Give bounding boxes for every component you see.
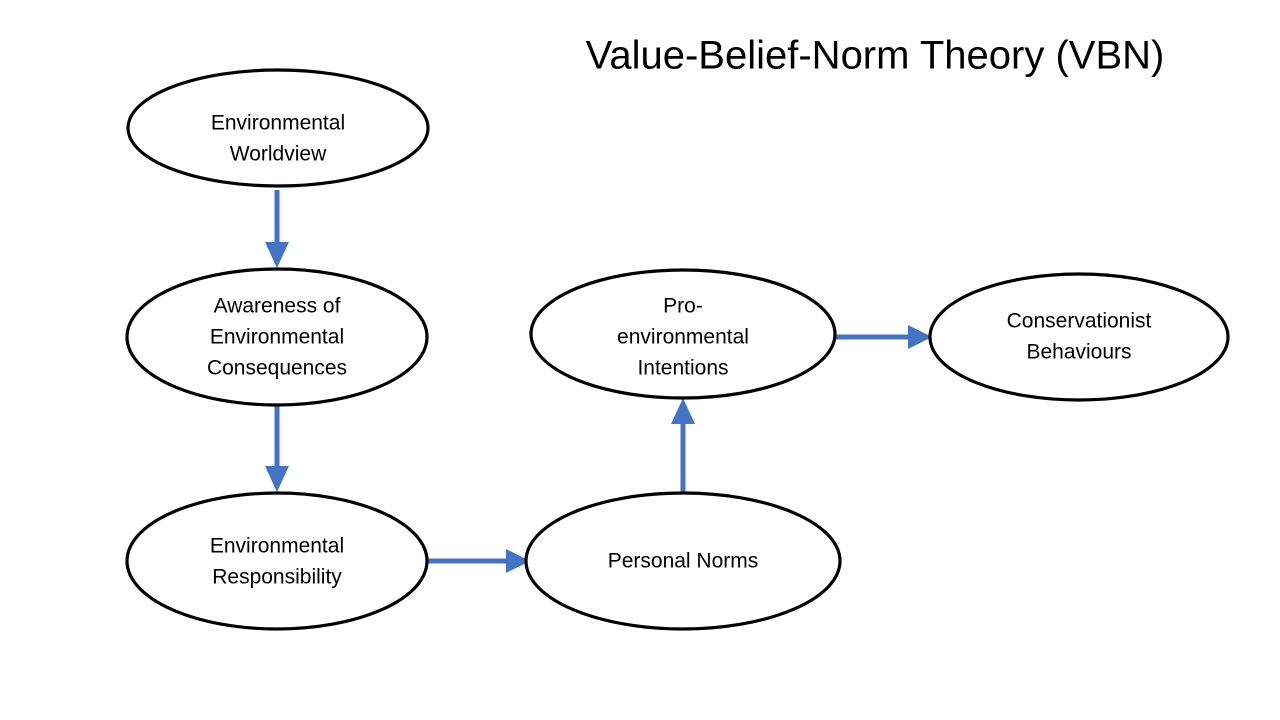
node-shape[interactable]: [928, 272, 1230, 402]
edge-responsibility-to-personal-norms: [424, 549, 530, 573]
node-label: Worldview: [230, 143, 327, 166]
arrowhead-right-icon: [506, 549, 530, 573]
node-pro-environmental-intentions[interactable]: Pro- environmental Intentions: [529, 268, 837, 400]
edge-worldview-to-awareness: [265, 190, 289, 268]
node-shape[interactable]: [125, 267, 429, 407]
arrowhead-down-icon: [265, 242, 289, 268]
node-shape[interactable]: [126, 68, 430, 188]
node-environmental-worldview[interactable]: Environmental Worldview: [126, 68, 430, 188]
edge-personal-norms-to-intentions: [671, 398, 695, 494]
node-label: Behaviours: [1026, 341, 1131, 364]
node-label: Environmental: [210, 535, 344, 558]
node-shape[interactable]: [529, 268, 837, 400]
node-label: Awareness of: [214, 295, 341, 318]
edge-layer: [265, 190, 932, 573]
node-label: Personal Norms: [608, 550, 759, 573]
arrowhead-up-icon: [671, 398, 695, 424]
node-shape[interactable]: [125, 491, 429, 631]
node-environmental-responsibility[interactable]: Environmental Responsibility: [125, 491, 429, 631]
node-label: environmental: [617, 326, 749, 349]
node-conservationist-behaviours[interactable]: Conservationist Behaviours: [928, 272, 1230, 402]
node-label: Pro-: [663, 295, 703, 318]
node-shape[interactable]: [524, 491, 842, 631]
arrowhead-down-icon: [265, 466, 289, 492]
node-personal-norms[interactable]: Personal Norms: [524, 491, 842, 631]
node-label: Conservationist: [1007, 310, 1152, 333]
edge-awareness-to-responsibility: [265, 406, 289, 492]
arrowhead-right-icon: [908, 325, 932, 349]
page-title: Value-Belief-Norm Theory (VBN): [586, 34, 1165, 78]
node-label: Environmental: [210, 326, 344, 349]
node-label: Intentions: [637, 357, 728, 380]
edge-intentions-to-behaviours: [833, 325, 932, 349]
node-label: Responsibility: [212, 566, 342, 589]
node-label: Consequences: [207, 357, 347, 380]
node-label: Environmental: [211, 112, 345, 135]
node-awareness-of-environmental-consequences[interactable]: Awareness of Environmental Consequences: [125, 267, 429, 407]
